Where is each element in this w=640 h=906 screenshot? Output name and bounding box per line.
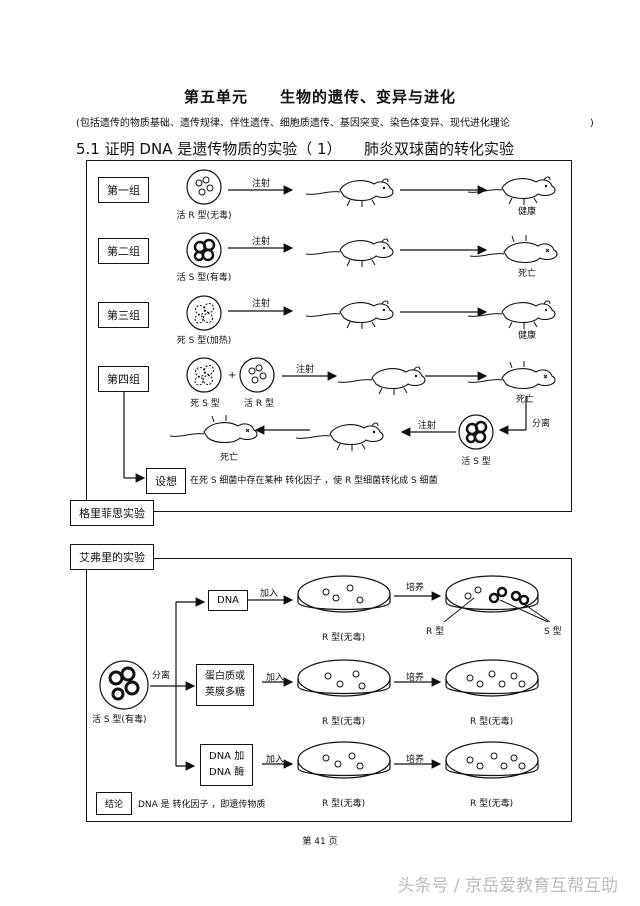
conclusion-text: DNA 是 转化因子 ，即遗传物质	[138, 800, 266, 810]
row-3-plate-label: R 型(无毒)	[322, 799, 366, 809]
group-4-sample-c: 活 S 型	[461, 457, 491, 467]
result-r-label: R 型	[426, 627, 445, 637]
row-3-culture: 培养	[406, 755, 425, 765]
result-s-label: S 型	[544, 627, 562, 637]
row-2-culture: 培养	[406, 673, 425, 683]
page-title: 第五单元 生物的遗传、变异与进化	[183, 88, 456, 106]
group-4-separate: 分离	[532, 419, 551, 429]
group-4-result-1: 死亡	[516, 395, 535, 405]
row-2-add: 加入	[266, 673, 285, 683]
griffith-label: 格里菲思实验	[70, 500, 154, 526]
griffith-frame	[86, 160, 572, 512]
page-subtitle: (包括遗传的物质基础、遗传规律、伴性遗传、细胞质遗传、基因突变、染色体变异、现代…	[76, 118, 594, 129]
row-1-culture: 培养	[406, 583, 425, 593]
group-1-result: 健康	[518, 207, 537, 217]
avery-label: 艾弗里的实验	[70, 544, 154, 570]
hypothesis-text: 在死 S 细菌中存在某种 转化因子 ，使 R 型细菌转化成 S 细菌	[190, 476, 438, 486]
avery-frame	[86, 558, 572, 822]
group-3-sample: 死 S 型(加热)	[176, 336, 232, 346]
section-title: 5.1 证明 DNA 是遗传物质的实验（ 1） 肺炎双球菌的转化实验	[76, 140, 515, 158]
group-2-label: 第二组	[98, 238, 149, 264]
row-1-add: 加入	[260, 589, 279, 599]
group-4-sample-a: 死 S 型	[190, 399, 220, 409]
page-number: 第 41 页	[302, 837, 338, 847]
dish-live-r	[186, 169, 222, 205]
group-1-sample: 活 R 型(无毒)	[176, 211, 232, 221]
row-3-add: 加入	[266, 755, 285, 765]
hypothesis-label: 设想	[146, 468, 186, 494]
group-4-sample-b: 活 R 型	[244, 399, 274, 409]
group-2-action: 注射	[252, 237, 271, 247]
component-dna-enzyme: DNA 加 DNA 酶	[200, 744, 254, 786]
group-4-plus: +	[228, 370, 237, 381]
conclusion-label: 结论	[96, 792, 133, 815]
component-dna: DNA	[208, 590, 249, 611]
row-1-plate-label: R 型(无毒)	[322, 633, 366, 643]
row-3-result-label: R 型(无毒)	[470, 799, 514, 809]
group-4-action-2: 注射	[418, 421, 437, 431]
group-1-label: 第一组	[98, 177, 149, 203]
group-3-action: 注射	[252, 299, 271, 309]
row-2-result-label: R 型(无毒)	[470, 717, 514, 727]
group-2-result: 死亡	[518, 269, 537, 279]
avery-source: 活 S 型(有毒)	[92, 715, 147, 725]
group-3-result: 健康	[518, 331, 537, 341]
group-3-label: 第三组	[98, 302, 149, 328]
group-4-label: 第四组	[98, 366, 149, 392]
component-protein: 蛋白质或 荚膜多糖	[196, 664, 254, 706]
watermark: 头条号 / 京岳爱教育互帮互助	[397, 876, 618, 896]
group-4-result-2: 死亡	[220, 453, 239, 463]
avery-separate: 分离	[152, 671, 171, 681]
row-2-plate-label: R 型(无毒)	[322, 717, 366, 727]
group-4-action: 注射	[296, 365, 315, 375]
group-1-action: 注射	[252, 179, 271, 189]
group-2-sample: 活 S 型(有毒)	[176, 273, 232, 283]
